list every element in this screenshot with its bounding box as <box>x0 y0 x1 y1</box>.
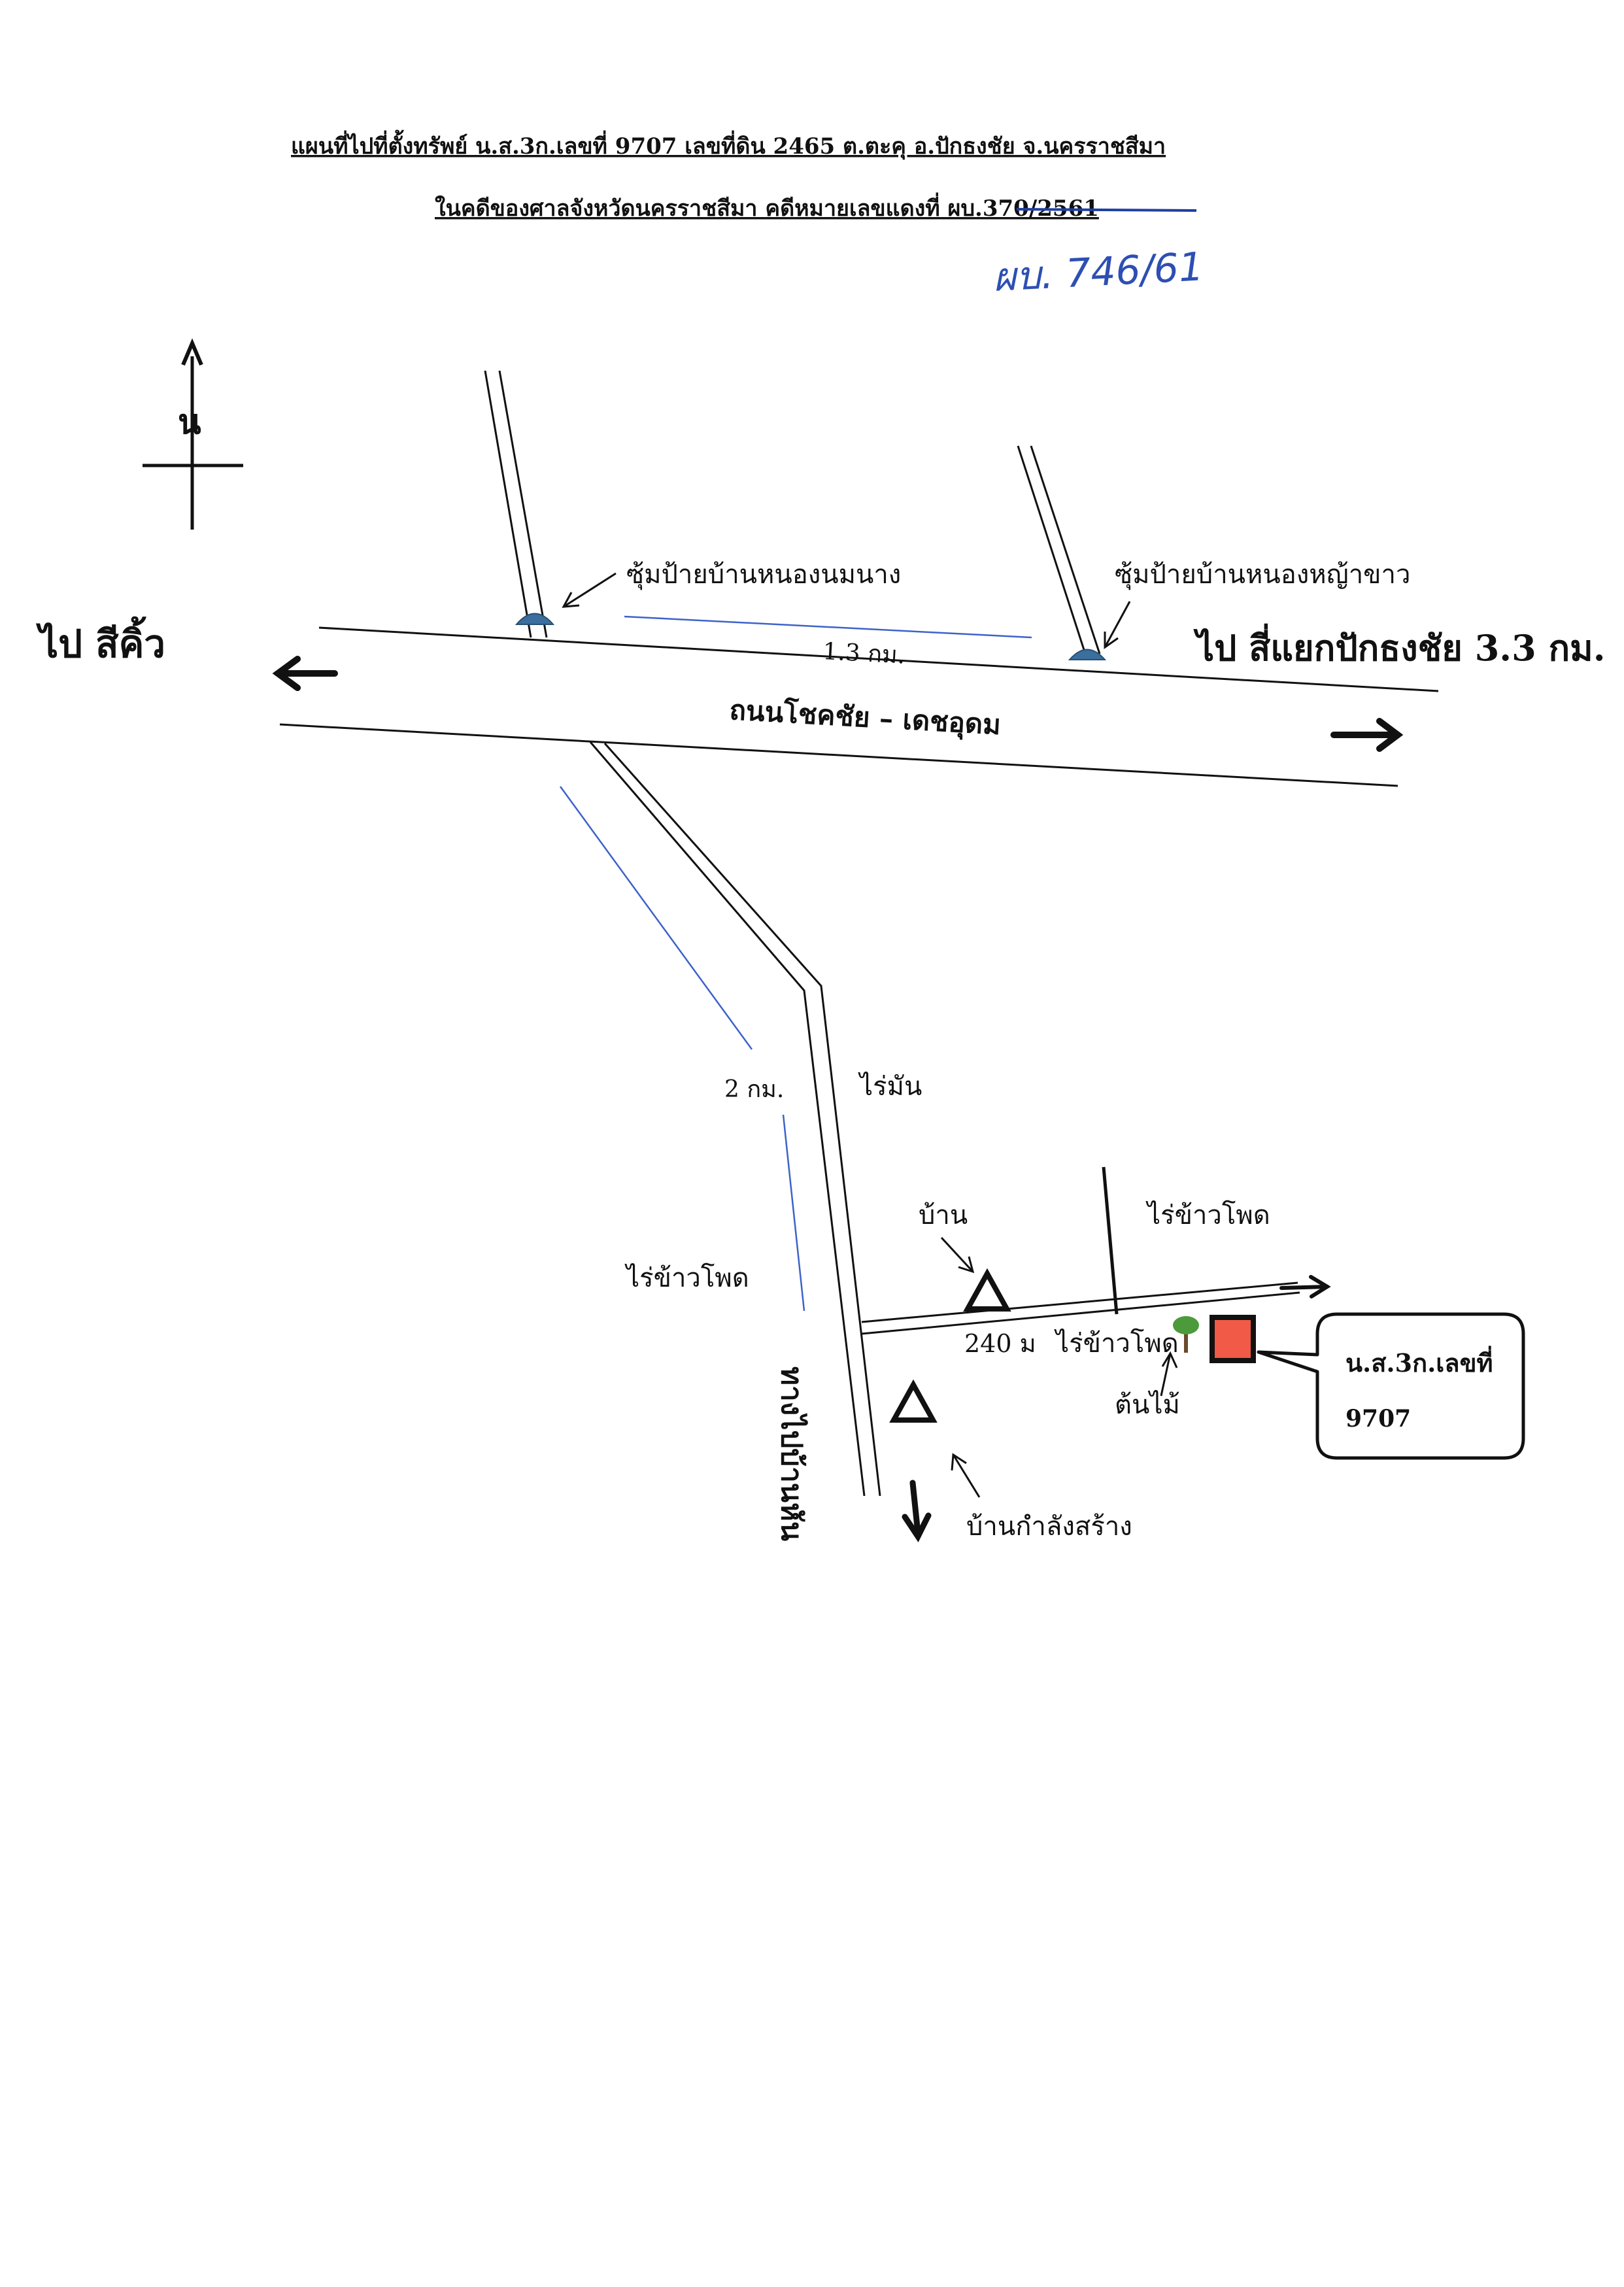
distance-line-branch-upper <box>559 786 753 1050</box>
north-label: น <box>178 402 201 442</box>
arch-east-icon <box>1068 649 1107 660</box>
tree-icon <box>1173 1316 1199 1353</box>
destination-west: ไป สีคิ้ว <box>35 617 165 666</box>
house-label: บ้าน <box>919 1200 968 1230</box>
branch-road <box>589 741 881 1497</box>
west-arrow-icon <box>272 656 338 691</box>
title-line-1: แผนที่ไปที่ตั้งทรัพย์ น.ส.3ก.เลขที่ 9707… <box>291 129 1166 160</box>
crossing-track <box>1102 1166 1119 1315</box>
plot-label-line-2: 9707 <box>1345 1405 1411 1432</box>
arch-east-label: ซุ้มป้ายบ้านหนองหญ้าขาว <box>1115 560 1410 590</box>
side-lane <box>861 1281 1300 1335</box>
plot-callout <box>1257 1312 1525 1460</box>
house-pointer-icon <box>940 1236 975 1274</box>
plot-marker <box>1210 1315 1256 1363</box>
side-lane-east-arrow-icon <box>1279 1275 1331 1298</box>
arch-west-pointer-icon <box>562 572 617 608</box>
house-icon <box>963 1268 1011 1312</box>
field-corn-west: ไร่ข้าวโพด <box>624 1263 749 1293</box>
field-corn-northeast: ไร่ข้าวโพด <box>1145 1200 1270 1230</box>
arch-west-icon <box>515 613 555 625</box>
field-corn-near-plot: ไร่ข้าวโพด <box>1054 1329 1179 1359</box>
destination-east: ไป สี่แยกปักธงชัย 3.3 กม. <box>1193 623 1606 669</box>
title-line-2: ในคดีของศาลจังหวัดนครราชสีมา คดีหมายเลขแ… <box>435 192 1099 222</box>
plot-label-line-1: น.ส.3ก.เลขที่ <box>1345 1346 1493 1378</box>
tree-pointer-icon <box>1160 1351 1178 1397</box>
distance-lane-label: 240 ม <box>964 1329 1036 1358</box>
handwritten-case-number: ผบ. 746/61 <box>992 244 1205 301</box>
distance-line-arches <box>624 615 1032 639</box>
east-arrow-icon <box>1330 718 1404 752</box>
distance-branch-label: 2 กม. <box>724 1076 784 1103</box>
arch-west-label: ซุ้มป้ายบ้านหนองนมนาง <box>626 560 901 590</box>
main-road-label: ถนนโชคชัย – เดชอุดม <box>728 694 1002 742</box>
branch-road-label: ทางไปบ้านหัน <box>775 1366 809 1541</box>
side-road-west <box>484 370 548 638</box>
construction-pointer-icon <box>951 1453 981 1498</box>
house-under-construction-label: บ้านกำลังสร้าง <box>966 1512 1132 1542</box>
field-cassava: ไร่มัน <box>858 1072 922 1102</box>
distance-arches-label: 1.3 กม. <box>822 638 906 669</box>
house-under-construction-icon <box>889 1379 938 1423</box>
tree-label: ต้นไม้ <box>1115 1390 1180 1420</box>
arch-east-pointer-icon <box>1104 601 1131 649</box>
side-road-east <box>1017 445 1101 654</box>
north-arrow-icon <box>143 338 243 530</box>
main-road <box>279 626 1439 787</box>
distance-line-branch-lower <box>782 1114 805 1312</box>
south-arrow-icon <box>902 1480 932 1542</box>
case-number-strikethrough <box>1016 208 1197 212</box>
